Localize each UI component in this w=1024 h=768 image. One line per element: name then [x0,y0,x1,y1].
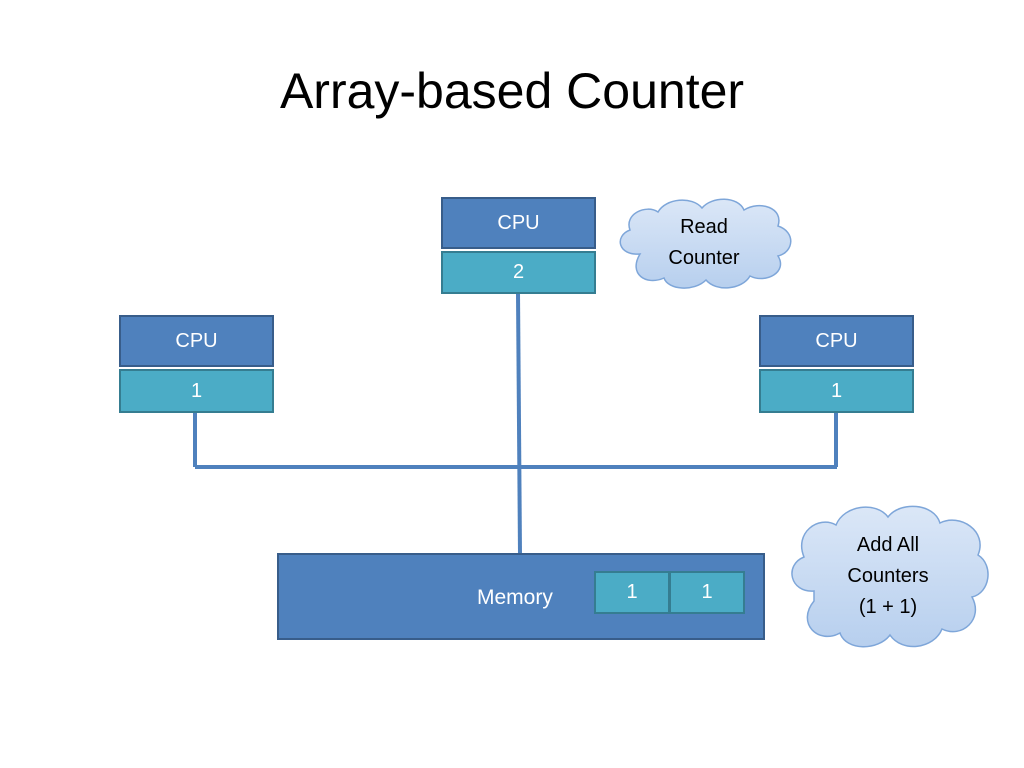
add-counters-callout: Add All Counters (1 + 1) [784,501,992,651]
cpu-left-counter: 1 [119,369,274,413]
cpu-right-box: CPU [759,315,914,367]
slide-title: Array-based Counter [279,63,745,119]
cpu-top-box: CPU [441,197,596,249]
read-counter-callout: Read Counter [612,194,796,292]
cloud-line: Counters [847,564,929,587]
cloud-line: Counter [668,247,740,269]
cpu-top-counter: 2 [441,251,596,294]
memory-cell: 1 [594,571,670,614]
memory-cell: 1 [669,571,745,614]
cloud-shape [791,505,989,648]
memory-label: Memory [477,586,553,609]
cloud-line: Read [680,216,728,238]
cloud-line: Add All [856,533,920,556]
cloud-shape [619,198,792,289]
cpu-right-counter: 1 [759,369,914,413]
connector-cpu-top [516,292,522,556]
cloud-text: Add All Counters (1 + 1) [784,501,992,651]
cloud-line: (1 + 1) [858,595,918,618]
cpu-left-box: CPU [119,315,274,367]
cloud-text: Read Counter [612,194,796,292]
